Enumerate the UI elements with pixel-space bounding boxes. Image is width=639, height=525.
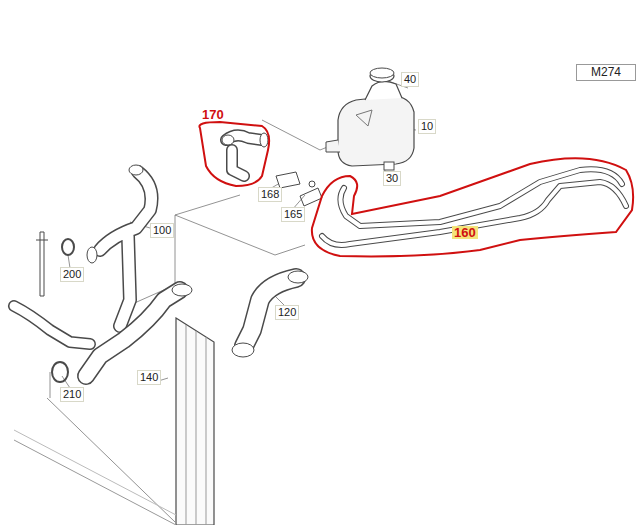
callout-number: 210 [60, 387, 84, 402]
callout-number: 165 [281, 207, 305, 222]
callout-number: 168 [258, 187, 282, 202]
engine-code: M274 [576, 64, 636, 81]
callout-number: 100 [150, 223, 174, 238]
callout-number: 140 [137, 370, 161, 385]
callout-number: 30 [383, 171, 401, 186]
callout-number: 200 [60, 267, 84, 282]
callout-number: 120 [275, 305, 299, 320]
callout-number: 170 [200, 108, 226, 121]
callout-number: 160 [452, 226, 478, 239]
callout-number: 40 [401, 72, 419, 87]
callout-number: 10 [418, 119, 436, 134]
